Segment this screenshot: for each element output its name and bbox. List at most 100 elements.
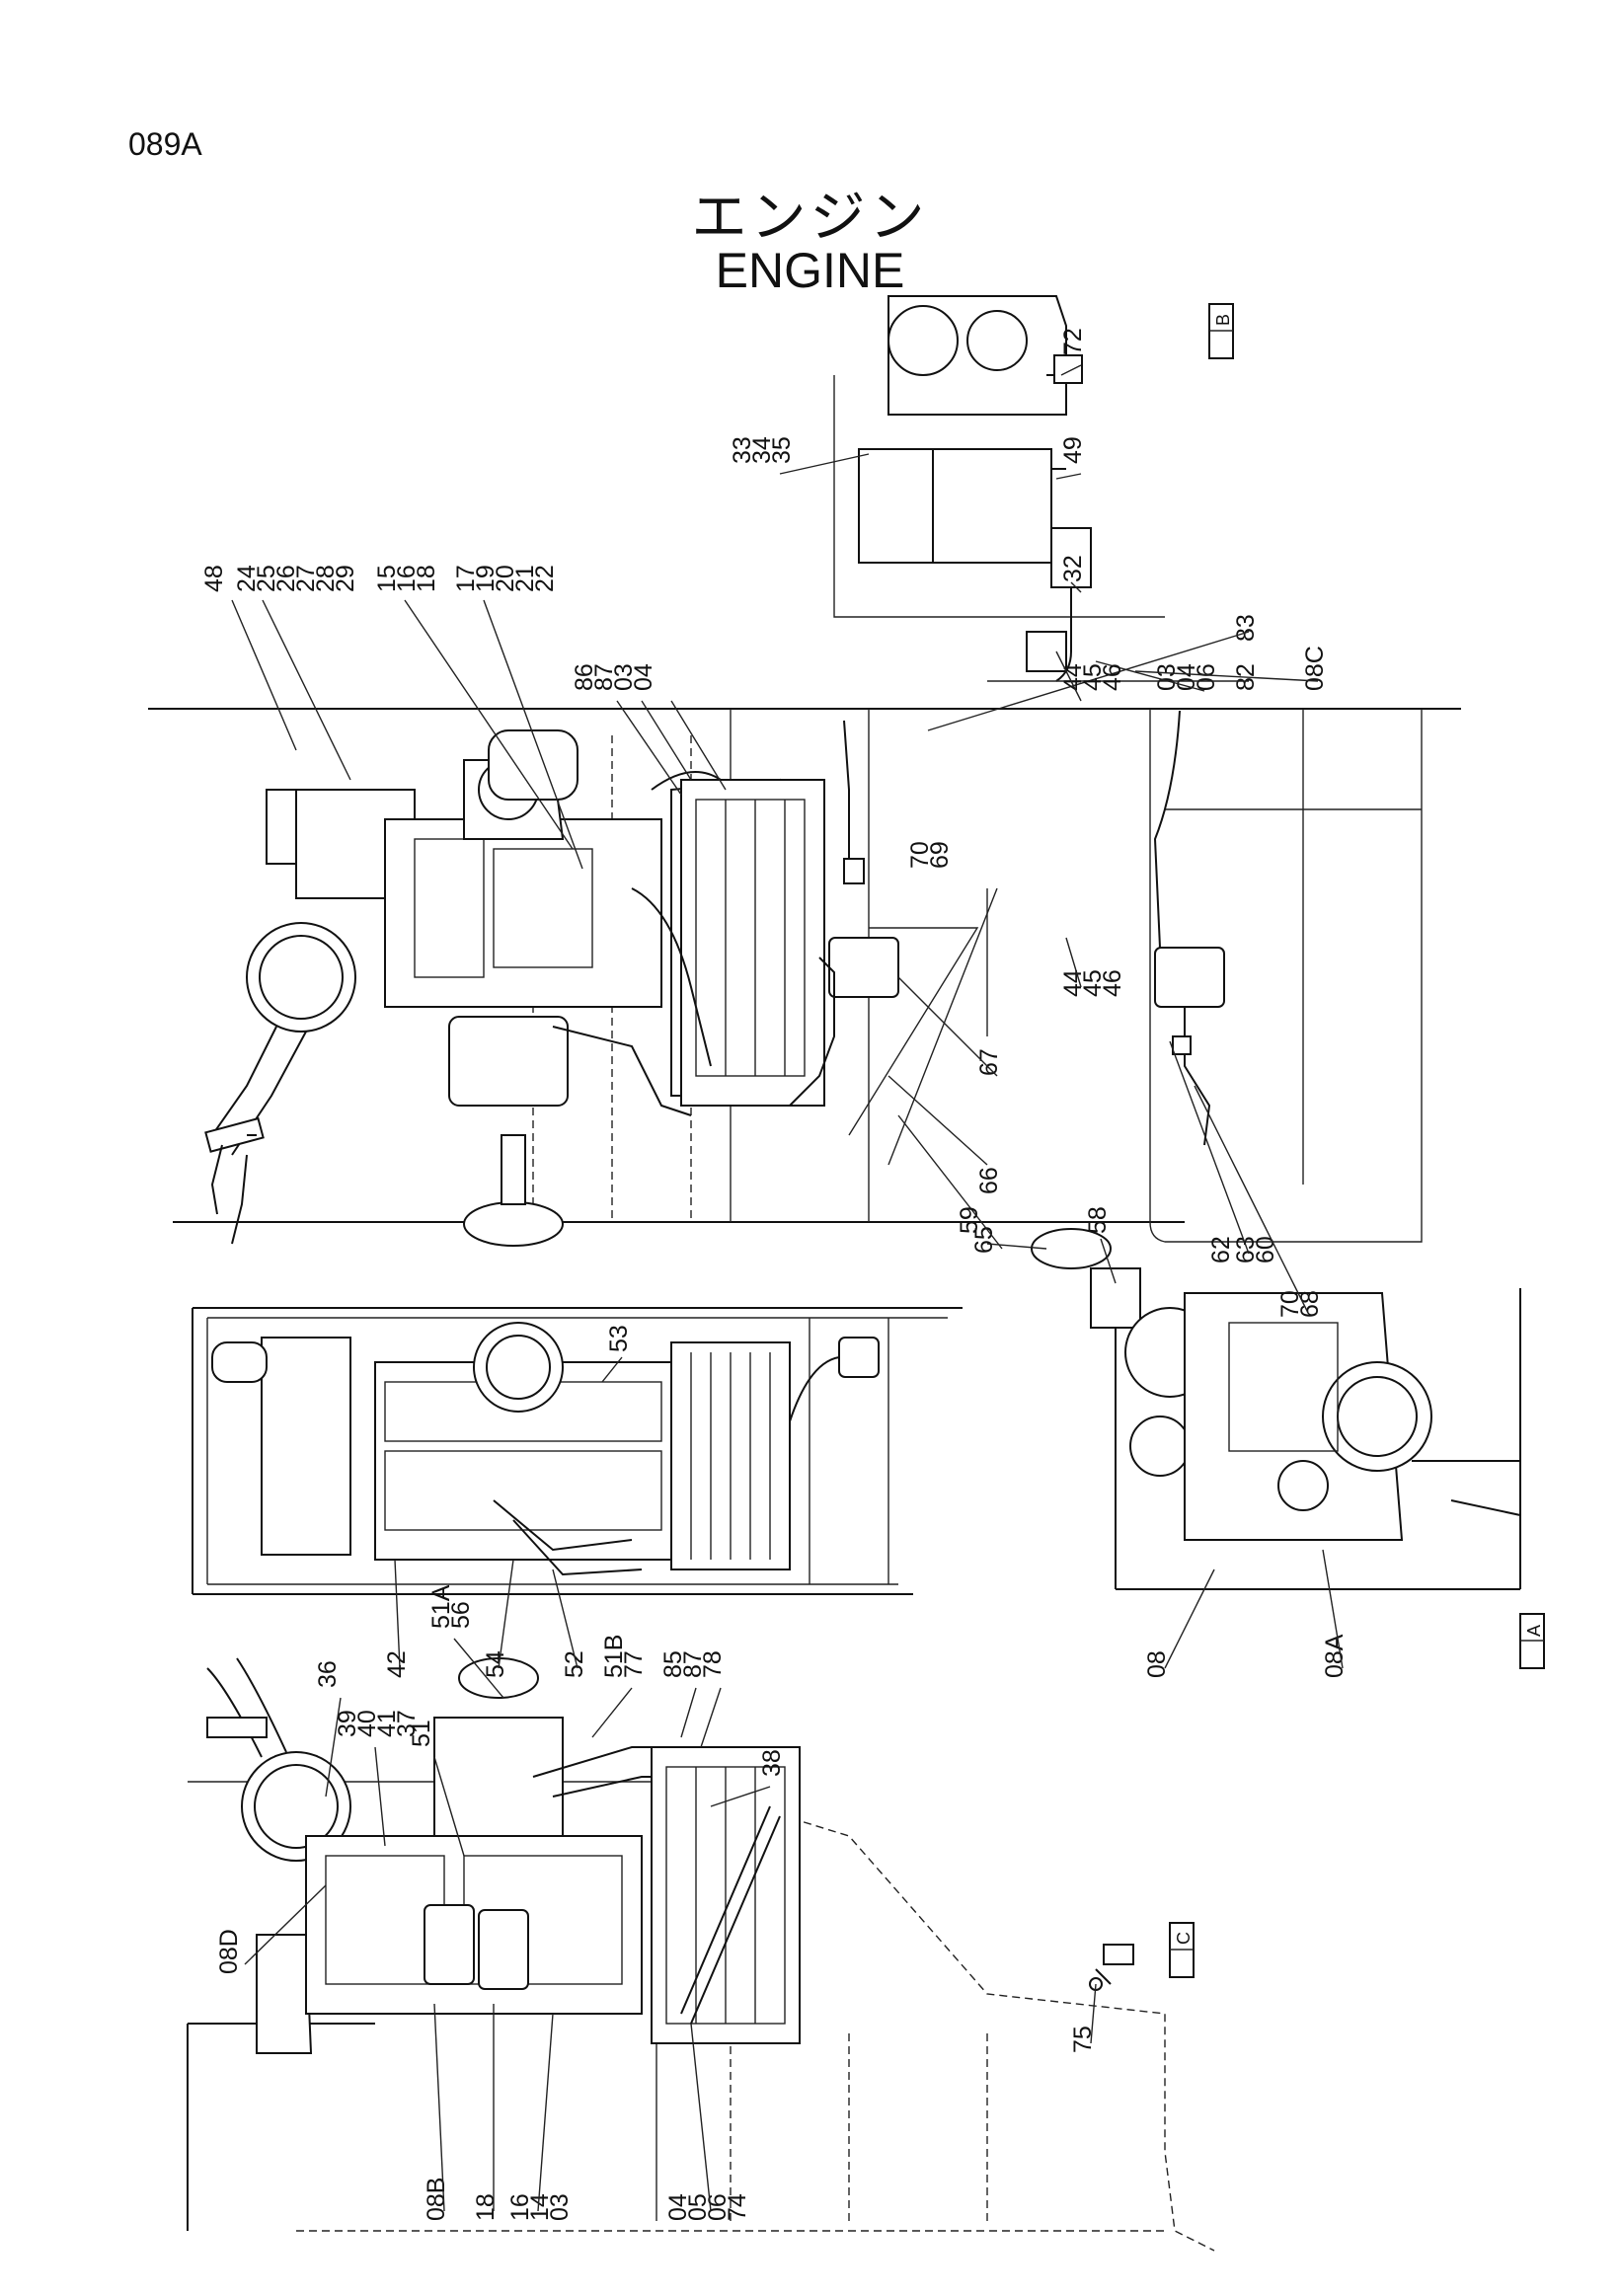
leader-line [1065,937,1082,988]
leader-line [779,453,870,475]
callout-label: 49 [1059,436,1087,464]
leader-line [591,1687,633,1738]
callout-label: 08C [1301,646,1329,691]
callout-label: 62 [1207,1236,1235,1263]
leader-line [404,599,574,850]
callout-label: 16 [393,565,421,592]
detail-view-b [833,295,1165,682]
leader-line [262,599,351,781]
leader-line [641,700,692,781]
title-japanese: エンジン [691,186,929,250]
callout-label: 05 [684,2193,712,2221]
ref-label-a: A [1524,1625,1544,1637]
ref-box-b: B [1208,303,1234,359]
callout-label: 22 [531,565,559,592]
callout-label: 67 [975,1048,1003,1076]
callout-label: 51B [600,1635,628,1678]
callout-label: 66 [975,1167,1003,1194]
callout-label: 51A [427,1584,455,1629]
callout-label: 83 [1232,614,1260,642]
leader-line [1055,651,1082,702]
ref-label-b: B [1213,314,1233,326]
bottom-view [187,1657,1215,2252]
leader-line [887,1075,988,1166]
callout-label: 33 [729,436,756,464]
callout-label: 63 [1232,1236,1260,1263]
leader-line [690,2023,712,2212]
callout-label: 37 [393,1710,421,1737]
callout-label: 60 [1252,1236,1279,1263]
leader-line [601,1356,623,1383]
ref-box-a: A [1519,1613,1545,1669]
leader-line [1134,670,1319,682]
callout-label: 06 [704,2193,732,2221]
leader-line [433,2003,445,2212]
leader-line [231,599,297,751]
callout-label: 32 [1059,555,1087,582]
leader-line [1055,473,1082,480]
leader-line [394,1559,401,1669]
callout-label: 48 [200,565,228,592]
callout-label: 77 [620,1650,648,1678]
callout-label: 87 [679,1650,707,1678]
callout-label: 41 [373,1710,401,1737]
callout-label: 26 [272,565,300,592]
leader-line [244,1884,327,1965]
callout-label: 03 [610,663,638,691]
callout-label: 03 [546,2193,574,2221]
callout-label: 20 [492,565,519,592]
leader-line [1070,581,1082,593]
middle-right-view [1031,1228,1521,1590]
leader-line [670,700,727,791]
callout-label: 21 [511,565,539,592]
callout-label: 56 [447,1601,475,1629]
leader-line [897,1114,1003,1250]
page-code: 089A [128,126,202,162]
ref-box-c: C [1169,1922,1195,1978]
leader-line [1194,1085,1309,1314]
callout-label: 18 [413,565,440,592]
leader-line [552,1569,579,1669]
callout-label: 03 [1153,663,1181,691]
top-view-frame [148,708,1461,1243]
callout-label: 24 [233,565,261,592]
leader-line [453,1638,504,1699]
callout-label: 06 [1193,663,1220,691]
callout-label: 45 [1079,663,1107,691]
callout-label: 85 [659,1650,687,1678]
callout-label: 58 [1084,1206,1112,1234]
callout-label: 15 [373,565,401,592]
callout-label: 65 [970,1226,998,1254]
leader-line [1090,1983,1097,2044]
callout-label: 68 [1296,1290,1324,1318]
leader-line [374,1746,386,1847]
callout-label: 27 [292,565,320,592]
callout-label: 25 [253,565,280,592]
callout-label: 87 [590,663,618,691]
callout-label: 08B [423,2178,450,2221]
leader-line [1060,364,1082,376]
leader-line [986,1243,1047,1250]
callout-label: 38 [758,1749,786,1777]
leader-line [1169,1040,1250,1255]
callout-label: 70 [906,841,934,869]
callout-label: 34 [748,436,776,464]
top-view-engine [204,710,1225,1247]
leader-line [897,976,998,1077]
callout-label: 08A [1321,1634,1349,1678]
middle-view [192,1307,963,1595]
callout-label: 29 [332,565,359,592]
callout-label: 18 [472,2193,500,2221]
leader-line [1164,1569,1215,1669]
callout-label: 78 [699,1650,727,1678]
leader-line [700,1687,722,1748]
callout-label: 46 [1099,969,1126,997]
callout-label: 72 [1059,328,1087,355]
callout-label: 46 [1099,663,1126,691]
callout-label: 04 [664,2193,692,2221]
callout-label: 69 [926,841,954,869]
callout-label: 04 [630,663,657,691]
title-english: ENGINE [715,243,905,298]
